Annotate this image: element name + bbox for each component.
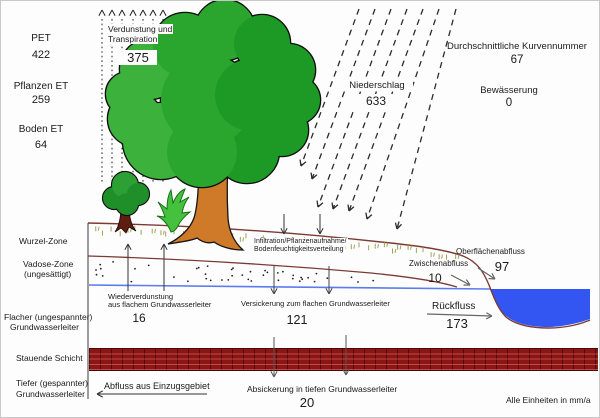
percolation-value: 121 xyxy=(286,313,308,327)
shrub-crown xyxy=(101,170,151,217)
reevaporation-label-line2: aus flachem Grundwasserleiter xyxy=(108,300,212,309)
pet-label: PET xyxy=(31,33,51,44)
irrigation-value: 0 xyxy=(505,97,513,109)
irrigation-label: Bewässerung xyxy=(480,85,538,96)
evapotranspiration-value: 375 xyxy=(119,50,157,66)
reevaporation-value: 16 xyxy=(132,311,146,325)
evapotranspiration-label-line2: Transpiration xyxy=(107,34,159,45)
vadose-zone-label-line2: (ungesättigt) xyxy=(24,269,72,279)
precipitation-label: Niederschlag xyxy=(341,80,413,92)
precipitation-value: 633 xyxy=(349,94,403,109)
root-zone-label: Wurzel-Zone xyxy=(19,236,68,246)
deep-seepage-value: 20 xyxy=(299,395,315,410)
infiltration-label-line1: Infiltration/Pflanzenaufnahme/ xyxy=(253,238,348,247)
infiltration-label-line2: Bodenfeuchtigkeitsverteilung xyxy=(253,246,345,255)
plant-et-value: 259 xyxy=(31,94,51,106)
return-flow-label: Rückfluss xyxy=(432,301,476,312)
pet-value: 422 xyxy=(31,49,51,61)
shallow-aquifer-label-line1: Flacher (ungespannter) xyxy=(4,312,93,322)
return-flow-value: 173 xyxy=(446,316,468,331)
percolation-label: Versickerung zum flachen Grundwasserleit… xyxy=(241,299,390,308)
flow-arrows xyxy=(96,214,496,398)
curve-number-value: 67 xyxy=(510,54,524,66)
evapotranspiration-label-line1: Verdunstung und xyxy=(107,24,174,35)
deep-seepage-label: Absickerung in tiefen Grundwasserleiter xyxy=(247,384,398,394)
surface-runoff-value: 97 xyxy=(494,259,510,274)
shallow-aquifer-label-line2: Grundwasserleiter xyxy=(10,322,79,332)
evapotranspiration-arrows xyxy=(98,9,167,182)
soil-et-label: Boden ET xyxy=(18,124,64,135)
confining-layer-band xyxy=(89,348,598,371)
interflow-label: Zwischenabfluss xyxy=(409,259,469,268)
plant-et-label: Pflanzen ET xyxy=(13,81,69,92)
deep-aquifer-label-line1: Tiefer (gespannter) xyxy=(16,378,88,388)
interflow-value: 10 xyxy=(428,271,442,285)
root-zone-bottom-line xyxy=(87,255,458,288)
confining-layer-label: Stauende Schicht xyxy=(16,353,83,363)
reevaporation-label-line1: Wiederverdunstung xyxy=(108,292,174,301)
vadose-zone-label-line1: Vadose-Zone xyxy=(23,259,74,269)
rainfall-dashed-arrows xyxy=(299,8,457,230)
vadose-zone-dots xyxy=(95,261,375,283)
deep-aquifer-label-line2: Grundwasserleiter xyxy=(16,389,85,399)
curve-number-label: Durchschnittliche Kurvennummer xyxy=(447,41,587,52)
basin-outflow-label: Abfluss aus Einzugsgebiet xyxy=(104,381,210,391)
small-plant xyxy=(156,188,192,233)
ground-surface-line xyxy=(87,222,591,329)
stream-pond-water xyxy=(490,289,590,327)
soil-et-value: 64 xyxy=(34,139,48,151)
water-table-line xyxy=(88,284,491,290)
surface-runoff-label: Oberflächenabfluss xyxy=(456,247,525,256)
units-footnote: Alle Einheiten in mm/a xyxy=(506,395,591,405)
tree-crown xyxy=(104,1,322,189)
